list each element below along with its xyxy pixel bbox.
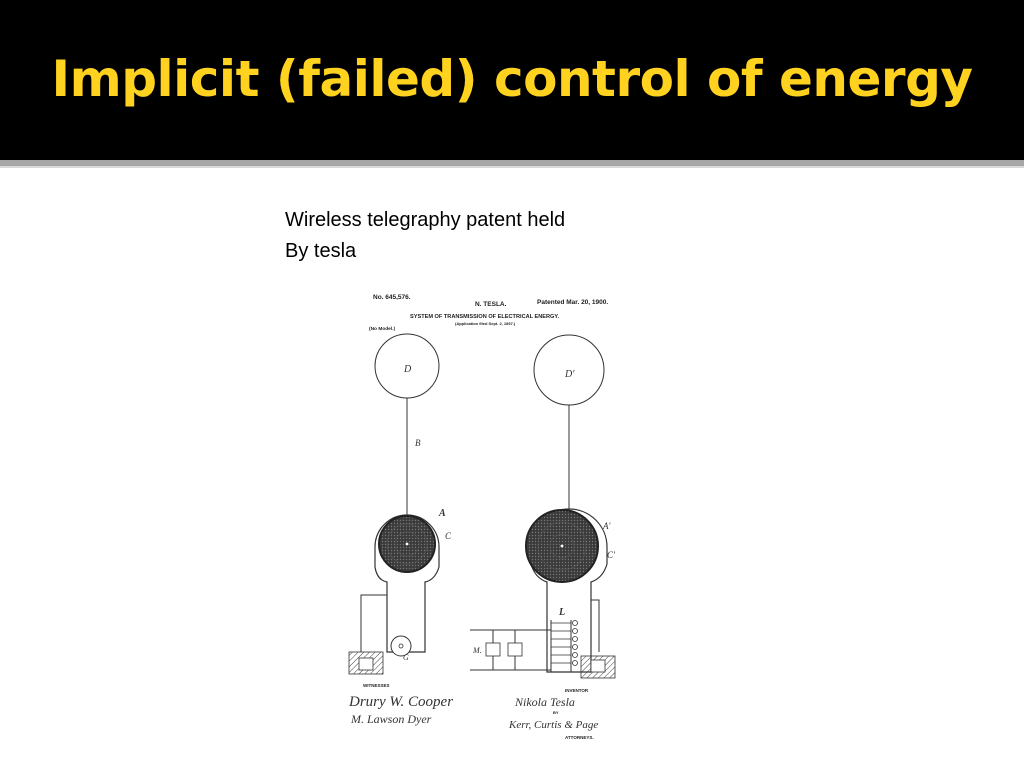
patent-application: (Application filed Sept. 2, 1897.) <box>455 321 516 326</box>
patent-inventor-name: N. TESLA. <box>475 301 507 308</box>
caption-line-1: Wireless telegraphy patent held <box>285 209 566 231</box>
attorneys-label: ATTORNEYS. <box>565 735 594 740</box>
label-l: L <box>558 607 565 618</box>
by-label: BY <box>553 710 559 715</box>
label-d: D <box>403 364 412 375</box>
witnesses-label: WITNESSES <box>363 683 390 688</box>
label-a-prime: A′ <box>602 521 611 531</box>
coil-l-turns <box>551 620 578 666</box>
inventor-signature: Nikola Tesla <box>514 695 575 709</box>
witness-signature-1: Drury W. Cooper <box>348 694 453 710</box>
label-g: G <box>403 653 409 662</box>
patent-number: No. 645,576. <box>373 294 411 301</box>
witness-signature-2: M. Lawson Dyer <box>350 712 432 726</box>
patent-date: Patented Mar. 20, 1900. <box>537 299 608 306</box>
slide-title: Implicit (failed) control of energy <box>51 50 973 108</box>
slide-caption: Wireless telegraphy patent held By tesla <box>285 205 645 267</box>
label-b: B <box>415 438 421 448</box>
label-d-prime: D′ <box>564 369 575 380</box>
receiver-device-1 <box>485 642 501 657</box>
title-divider <box>0 160 1024 166</box>
title-divider-highlight <box>0 166 1024 168</box>
inventor-label: INVENTOR <box>565 688 589 693</box>
label-m: M. <box>472 646 482 655</box>
patent-model: (No Model.) <box>369 326 396 332</box>
patent-drawing-image: No. 645,576. N. TESLA. Patented Mar. 20,… <box>315 282 653 744</box>
patent-heading: SYSTEM OF TRANSMISSION OF ELECTRICAL ENE… <box>410 314 560 320</box>
attorneys-signature: Kerr, Curtis & Page <box>508 719 598 731</box>
label-c: C <box>445 531 452 541</box>
caption-line-2: By tesla <box>285 240 357 262</box>
title-bar: Implicit (failed) control of energy <box>0 0 1024 160</box>
receiver-device-2 <box>507 642 523 657</box>
label-a: A <box>438 508 446 519</box>
label-c-prime: C′ <box>607 550 616 560</box>
